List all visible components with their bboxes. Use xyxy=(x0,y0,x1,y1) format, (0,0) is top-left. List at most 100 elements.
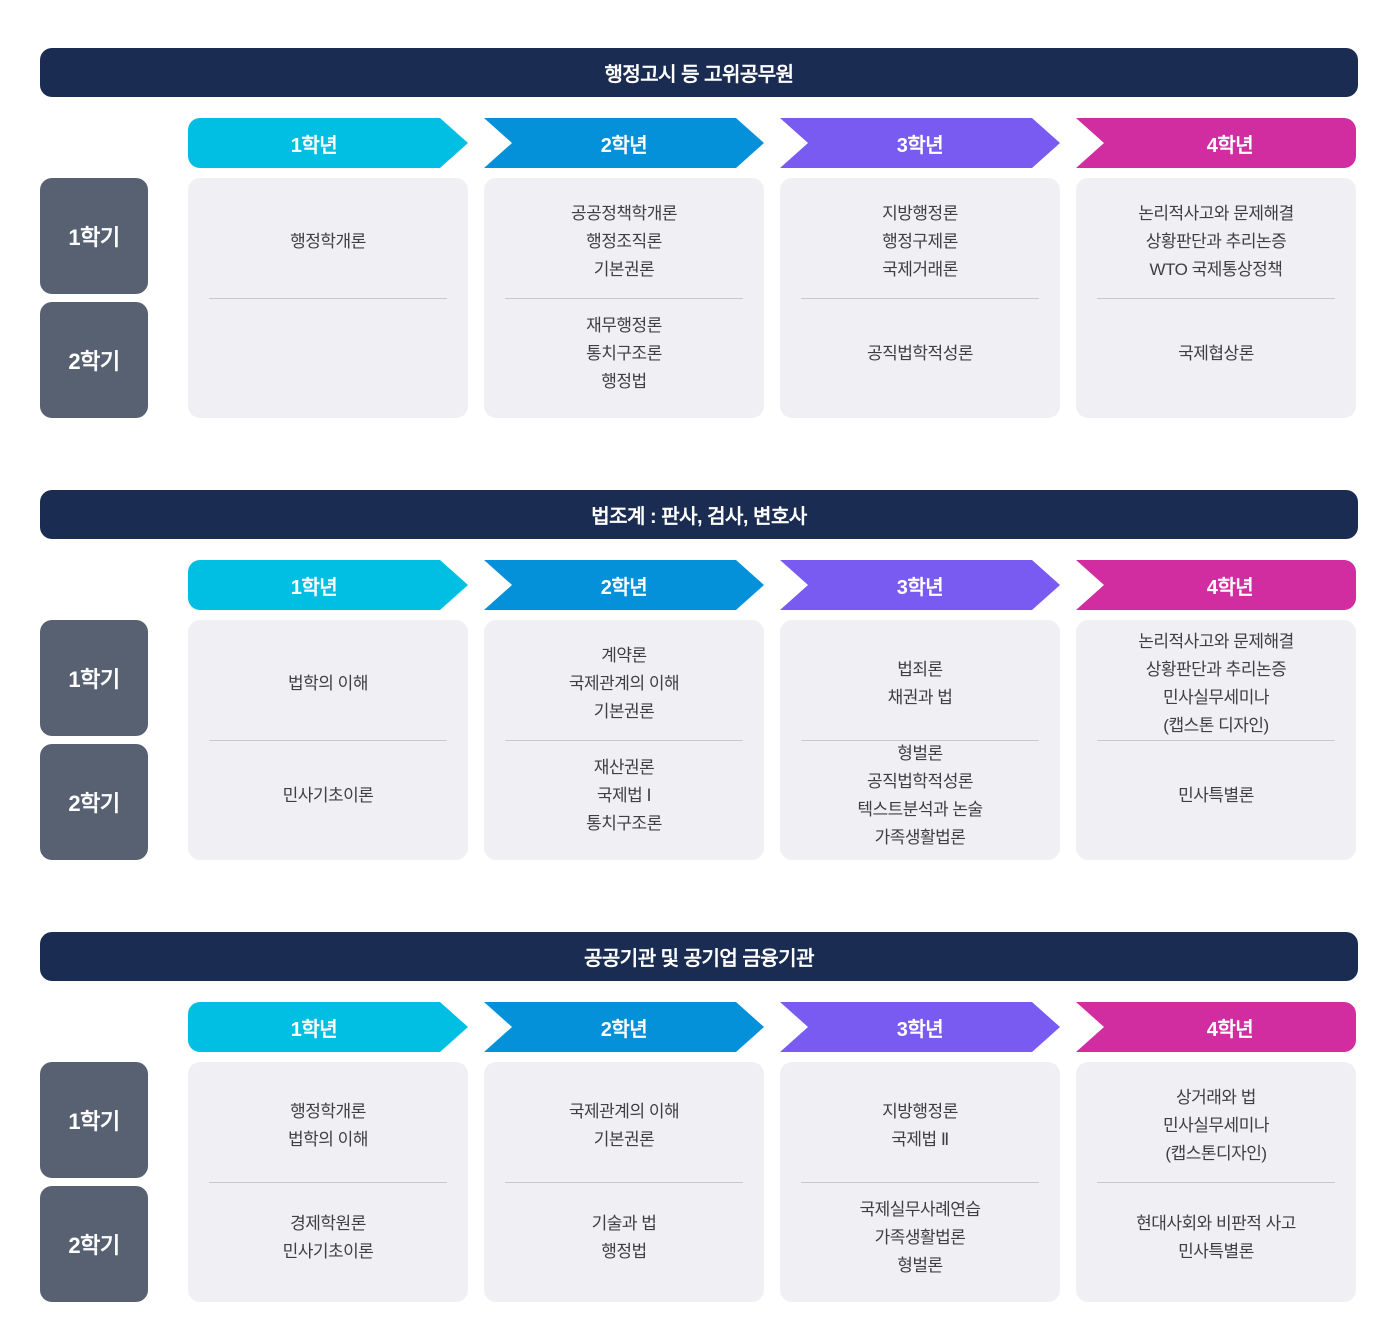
semester-1-box: 1학기 xyxy=(40,1062,148,1178)
track-section-legal: 법조계 : 판사, 검사, 변호사 1학년 2학년 3학년 4학년 1학기 2학… xyxy=(40,490,1358,860)
semester-column: 1학기 2학기 xyxy=(40,178,148,418)
year-arrow-3: 3학년 xyxy=(780,1002,1060,1052)
year-arrow-1: 1학년 xyxy=(188,560,468,610)
course-card-year1: 법학의 이해 민사기초이론 xyxy=(188,620,468,860)
semester-label: 1학기 xyxy=(68,667,120,692)
semester-label: 2학기 xyxy=(68,1233,120,1258)
year-arrow-4: 4학년 xyxy=(1076,1002,1356,1052)
semester-label: 1학기 xyxy=(68,225,120,250)
year-arrows-row: 1학년 2학년 3학년 4학년 xyxy=(40,1002,1358,1052)
section-title-bar: 공공기관 및 공기업 금융기관 xyxy=(40,932,1358,981)
courses-sem2: 경제학원론 민사기초이론 xyxy=(282,1214,374,1262)
card-divider xyxy=(209,739,447,741)
course-card-year4: 논리적사고와 문제해결 상황판단과 추리논증 민사실무세미나 (캡스톤 디자인)… xyxy=(1076,620,1356,860)
semester-1-half: 상거래와 법 민사실무세미나 (캡스톤디자인) xyxy=(1076,1070,1356,1182)
section-title: 법조계 : 판사, 검사, 변호사 xyxy=(591,506,807,528)
track-section-civil-service: 행정고시 등 고위공무원 1학년 2학년 3학년 4학년 1학기 2학기 행정학… xyxy=(40,48,1358,418)
courses-sem1: 행정학개론 xyxy=(290,231,366,251)
year-arrow-label: 2학년 xyxy=(600,576,648,599)
courses-sem1: 공공정책학개론 행정조직론 기본권론 xyxy=(571,203,677,279)
semester-label: 1학기 xyxy=(68,1109,120,1134)
semester-1-box: 1학기 xyxy=(40,178,148,294)
semester-1-half: 논리적사고와 문제해결 상황판단과 추리논증 WTO 국제통상정책 xyxy=(1076,186,1356,298)
semester-2-half: 공직법학적성론 xyxy=(780,299,1060,411)
semester-2-half: 재산권론 국제법 Ⅰ 통치구조론 xyxy=(484,741,764,853)
card-divider xyxy=(801,739,1039,741)
semester-1-half: 행정학개론 xyxy=(188,186,468,298)
courses-sem2: 형벌론 공직법학적성론 텍스트분석과 논술 가족생활법론 xyxy=(857,744,983,848)
year-arrow-2: 2학년 xyxy=(484,118,764,168)
section-title: 공공기관 및 공기업 금융기관 xyxy=(584,948,814,970)
section-title-bar: 법조계 : 판사, 검사, 변호사 xyxy=(40,490,1358,539)
course-card-year2: 계약론 국제관계의 이해 기본권론 재산권론 국제법 Ⅰ 통치구조론 xyxy=(484,620,764,860)
course-card-year3: 법죄론 채권과 법 형벌론 공직법학적성론 텍스트분석과 논술 가족생활법론 xyxy=(780,620,1060,860)
semester-1-half: 국제관계의 이해 기본권론 xyxy=(484,1070,764,1182)
course-card-year1: 행정학개론 법학의 이해 경제학원론 민사기초이론 xyxy=(188,1062,468,1302)
year-arrow-3: 3학년 xyxy=(780,560,1060,610)
semester-1-half: 법학의 이해 xyxy=(188,628,468,740)
courses-sem2: 민사기초이론 xyxy=(282,786,374,806)
semester-1-half: 법죄론 채권과 법 xyxy=(780,628,1060,740)
course-cards-row: 1학기 2학기 행정학개론 공공정책학개론 행정조직론 기본권론 재무행정론 통… xyxy=(40,178,1358,418)
semester-2-box: 2학기 xyxy=(40,1186,148,1302)
semester-1-half: 공공정책학개론 행정조직론 기본권론 xyxy=(484,186,764,298)
courses-sem2: 국제협상론 xyxy=(1178,344,1254,364)
year-arrow-label: 1학년 xyxy=(290,1018,338,1041)
course-card-year2: 공공정책학개론 행정조직론 기본권론 재무행정론 통치구조론 행정법 xyxy=(484,178,764,418)
semester-1-half: 계약론 국제관계의 이해 기본권론 xyxy=(484,628,764,740)
card-divider xyxy=(801,1181,1039,1183)
semester-1-box: 1학기 xyxy=(40,620,148,736)
semester-1-half: 지방행정론 국제법 Ⅱ xyxy=(780,1070,1060,1182)
card-divider xyxy=(209,297,447,299)
semester-column: 1학기 2학기 xyxy=(40,1062,148,1302)
courses-sem1: 법죄론 채권과 법 xyxy=(887,659,953,707)
year-arrow-label: 4학년 xyxy=(1206,576,1254,599)
track-section-public-finance: 공공기관 및 공기업 금융기관 1학년 2학년 3학년 4학년 1학기 2학기 … xyxy=(40,932,1358,1302)
year-arrow-label: 3학년 xyxy=(896,134,944,157)
courses-sem2: 국제실무사례연습 가족생활법론 형벌론 xyxy=(859,1200,981,1276)
year-arrow-label: 1학년 xyxy=(290,576,338,599)
semester-2-box: 2학기 xyxy=(40,302,148,418)
courses-sem2: 재산권론 국제법 Ⅰ 통치구조론 xyxy=(586,758,662,834)
courses-sem2: 재무행정론 통치구조론 행정법 xyxy=(586,316,662,392)
courses-sem1: 국제관계의 이해 기본권론 xyxy=(568,1101,680,1149)
courses-sem1: 계약론 국제관계의 이해 기본권론 xyxy=(568,645,680,721)
year-arrows-row: 1학년 2학년 3학년 4학년 xyxy=(40,118,1358,168)
semester-2-half: 경제학원론 민사기초이론 xyxy=(188,1183,468,1295)
course-cards-row: 1학기 2학기 행정학개론 법학의 이해 경제학원론 민사기초이론 국제관계의 … xyxy=(40,1062,1358,1302)
semester-1-half: 논리적사고와 문제해결 상황판단과 추리논증 민사실무세미나 (캡스톤 디자인) xyxy=(1076,628,1356,740)
courses-sem2: 현대사회와 비판적 사고 민사특별론 xyxy=(1136,1214,1296,1262)
year-arrow-1: 1학년 xyxy=(188,118,468,168)
semester-2-half: 재무행정론 통치구조론 행정법 xyxy=(484,299,764,411)
courses-sem2: 공직법학적성론 xyxy=(867,344,973,364)
semester-2-half: 현대사회와 비판적 사고 민사특별론 xyxy=(1076,1183,1356,1295)
semester-2-half: 민사기초이론 xyxy=(188,741,468,853)
year-arrow-label: 2학년 xyxy=(600,134,648,157)
courses-sem2: 민사특별론 xyxy=(1178,786,1254,806)
course-card-year2: 국제관계의 이해 기본권론 기술과 법 행정법 xyxy=(484,1062,764,1302)
course-card-year1: 행정학개론 xyxy=(188,178,468,418)
section-title-bar: 행정고시 등 고위공무원 xyxy=(40,48,1358,97)
year-arrow-2: 2학년 xyxy=(484,1002,764,1052)
year-arrow-label: 4학년 xyxy=(1206,134,1254,157)
card-divider xyxy=(1097,739,1335,741)
semester-2-half: 민사특별론 xyxy=(1076,741,1356,853)
course-card-year3: 지방행정론 행정구제론 국제거래론 공직법학적성론 xyxy=(780,178,1060,418)
card-divider xyxy=(505,739,743,741)
year-arrow-3: 3학년 xyxy=(780,118,1060,168)
section-title: 행정고시 등 고위공무원 xyxy=(604,64,794,86)
course-card-year4: 논리적사고와 문제해결 상황판단과 추리논증 WTO 국제통상정책 국제협상론 xyxy=(1076,178,1356,418)
courses-sem2: 기술과 법 행정법 xyxy=(591,1214,657,1262)
card-divider xyxy=(1097,1181,1335,1183)
year-arrow-label: 3학년 xyxy=(896,576,944,599)
card-divider xyxy=(505,297,743,299)
courses-sem1: 지방행정론 행정구제론 국제거래론 xyxy=(882,203,958,279)
year-arrow-4: 4학년 xyxy=(1076,560,1356,610)
semester-2-half: 기술과 법 행정법 xyxy=(484,1183,764,1295)
card-divider xyxy=(1097,297,1335,299)
semester-2-half xyxy=(188,299,468,411)
card-divider xyxy=(801,297,1039,299)
year-arrow-label: 1학년 xyxy=(290,134,338,157)
semester-1-half: 행정학개론 법학의 이해 xyxy=(188,1070,468,1182)
